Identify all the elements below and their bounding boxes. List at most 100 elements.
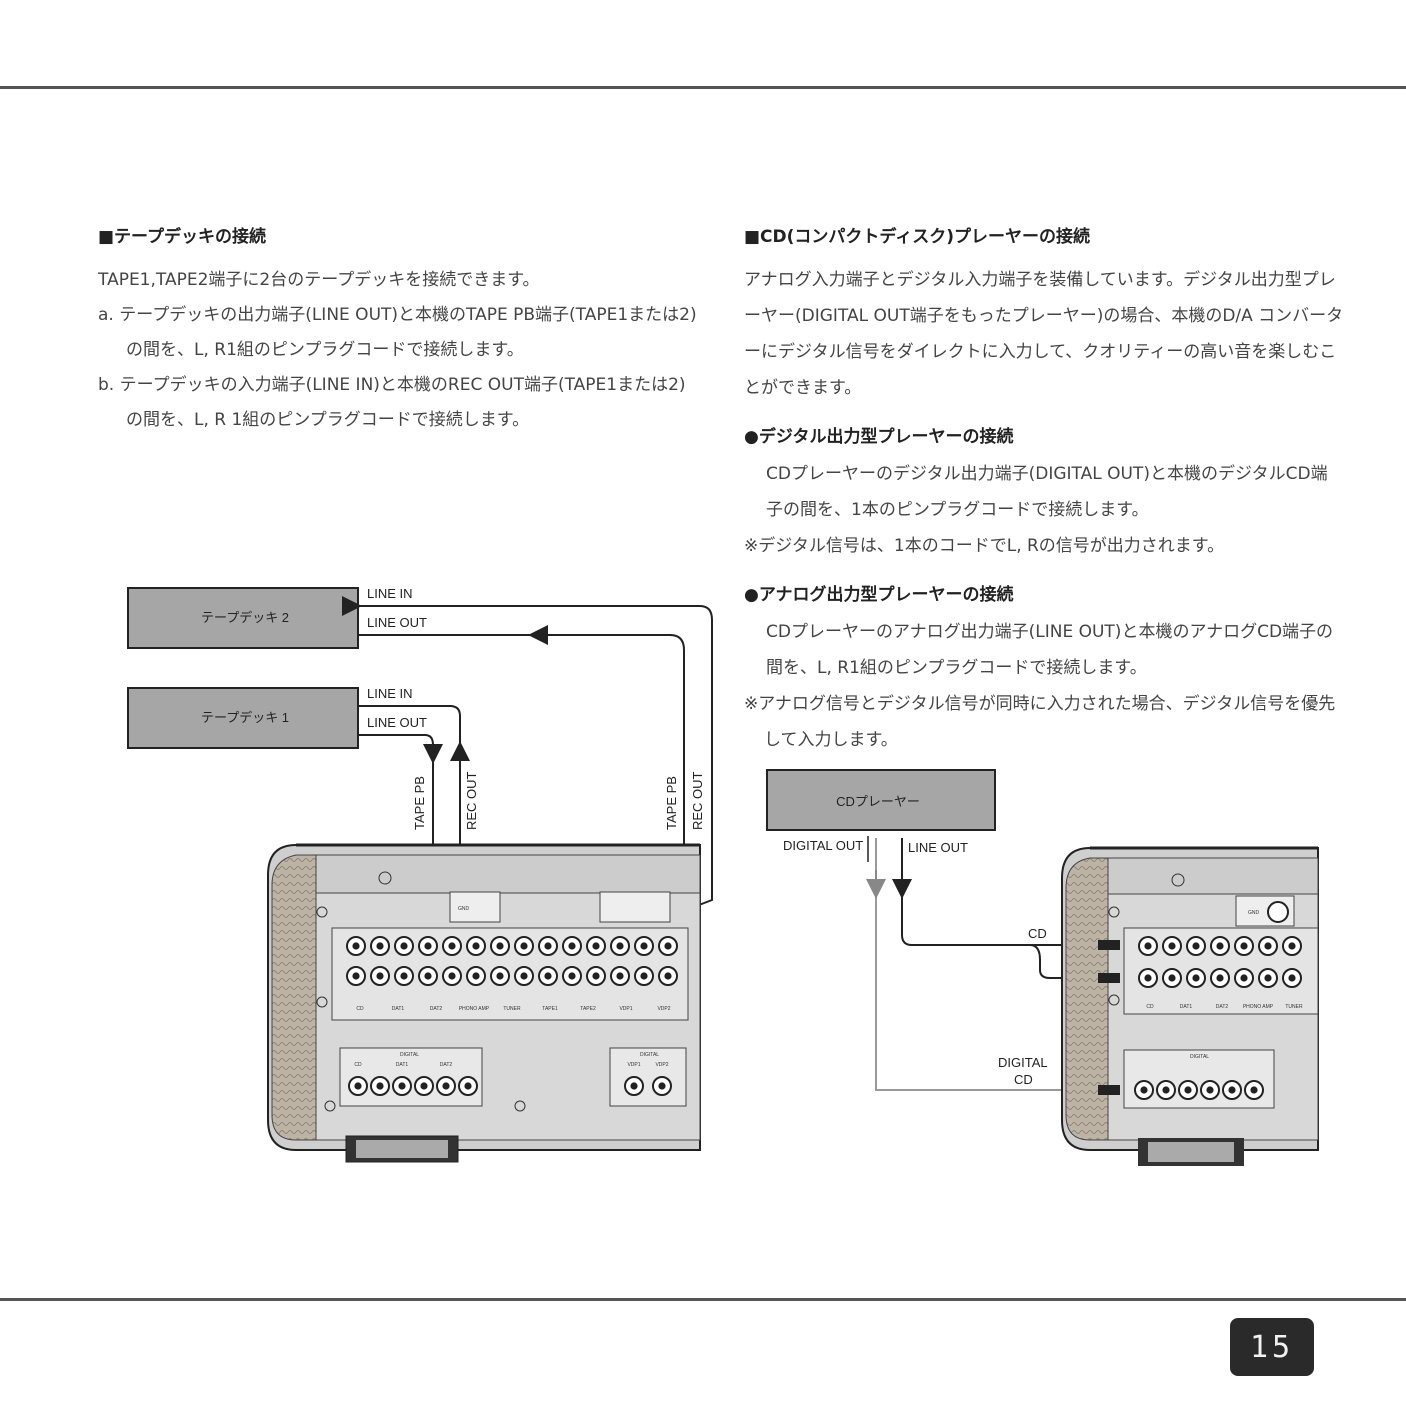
left-rec-out-label: REC OUT	[464, 771, 479, 830]
rca-jack-pin	[1288, 942, 1296, 950]
deck2-line-in-label: LINE IN	[367, 586, 413, 601]
rca-jack-pin	[472, 972, 480, 980]
rca-jack-pin	[400, 942, 408, 950]
digital-player-body: CDプレーヤーのデジタル出力端子(DIGITAL OUT)と本機のデジタルCD端…	[766, 464, 1328, 520]
jack-label-1: DAT1	[392, 1006, 405, 1012]
rca-jack-pin	[1264, 974, 1272, 982]
digital-cd-label: CD	[1014, 1072, 1033, 1087]
jack-label-right-4: TUNER	[1285, 1004, 1303, 1010]
tape-deck-1-box: テープデッキ 1	[127, 687, 359, 749]
rca-jack-pin	[592, 972, 600, 980]
rca-jack-pin	[1162, 1086, 1170, 1094]
tape-deck-1-label: テープデッキ 1	[201, 710, 289, 725]
digital-jack-label-2: DAT2	[440, 1062, 453, 1068]
rca-jack-pin	[472, 942, 480, 950]
rca-jack-pin	[568, 942, 576, 950]
digital-vdp-panel-label: DIGITAL	[640, 1052, 659, 1058]
rca-jack-pin	[630, 1082, 638, 1090]
rca-jack-pin	[376, 1082, 384, 1090]
rca-jack-pin	[352, 942, 360, 950]
digital-jacks: CD DAT1 DAT2 VDP1 VDP2	[348, 1062, 672, 1096]
amplifier-jacks	[346, 936, 678, 986]
rca-jack-pin	[592, 942, 600, 950]
rca-jack-pin	[442, 1082, 450, 1090]
rca-jack-pin	[1240, 974, 1248, 982]
digital-out-label: DIGITAL OUT	[783, 838, 863, 853]
digital-vdp-label-0: VDP1	[627, 1062, 640, 1068]
digital-jack-label-1: DAT1	[396, 1062, 409, 1068]
digital-player-note: ※デジタル信号は、1本のコードでL, Rの信号が出力されます。	[744, 536, 1225, 556]
rca-jack-pin	[496, 972, 504, 980]
rca-jack-pin	[664, 972, 672, 980]
rca-jack-pin	[640, 972, 648, 980]
rca-jack-pin	[1192, 974, 1200, 982]
jack-label-7: VDP1	[619, 1006, 632, 1012]
page-number: 15	[1230, 1318, 1314, 1376]
rca-jack-pin	[1144, 974, 1152, 982]
rca-jack-pin	[398, 1082, 406, 1090]
cd-player-box: CDプレーヤー	[766, 769, 996, 831]
rca-jack-pin	[1168, 974, 1176, 982]
top-rule	[0, 86, 1406, 89]
amplifier-jack-labels-right: CD DAT1 DAT2 PHONO AMP TUNER	[1146, 1004, 1303, 1010]
tape-deck-section: ■テープデッキの接続 TAPE1,TAPE2端子に2台のテープデッキを接続できま…	[98, 222, 698, 438]
rca-jack-pin	[1140, 1086, 1148, 1094]
tape-deck-item-b: b. テープデッキの入力端子(LINE IN)と本機のREC OUT端子(TAP…	[98, 375, 686, 430]
rca-jack-pin	[520, 972, 528, 980]
rca-jack-pin	[640, 942, 648, 950]
rca-jack-pin	[1206, 1086, 1214, 1094]
jack-label-right-3: PHONO AMP	[1243, 1004, 1274, 1010]
digital-label: DIGITAL	[998, 1055, 1048, 1070]
tape-deck-heading: ■テープデッキの接続	[98, 227, 267, 247]
jack-label-right-1: DAT1	[1180, 1004, 1193, 1010]
rca-jack-pin	[420, 1082, 428, 1090]
jack-label-right-0: CD	[1146, 1004, 1154, 1010]
cd-player-label: CDプレーヤー	[836, 794, 920, 809]
left-tape-pb-label: TAPE PB	[412, 776, 427, 830]
tape-deck-2-label: テープデッキ 2	[201, 610, 289, 625]
digital-player-heading: ●デジタル出力型プレーヤーの接続	[744, 427, 1014, 447]
rca-jack-pin	[1144, 942, 1152, 950]
amplifier-jacks-right	[1138, 936, 1302, 988]
rca-jack-pin	[424, 972, 432, 980]
rca-jack-pin	[520, 942, 528, 950]
rca-jack-pin	[1240, 942, 1248, 950]
cd-player-heading: ■CD(コンパクトディスク)プレーヤーの接続	[744, 227, 1090, 247]
jack-label-2: DAT2	[430, 1006, 443, 1012]
digital-panel-label: DIGITAL	[400, 1052, 419, 1058]
rca-jack-pin	[544, 972, 552, 980]
digital-jack-label-0: CD	[354, 1062, 362, 1068]
rca-jack-pin	[448, 972, 456, 980]
rca-jack-pin	[354, 1082, 362, 1090]
rca-jack-pin	[616, 972, 624, 980]
analog-cd-label: CD	[1028, 926, 1047, 941]
digital-panel-label-right: DIGITAL	[1190, 1054, 1209, 1060]
jack-label-0: CD	[356, 1006, 364, 1012]
rca-jack-pin	[352, 972, 360, 980]
rca-jack-pin	[544, 942, 552, 950]
rca-jack-pin	[1264, 942, 1272, 950]
rca-jack-pin	[448, 942, 456, 950]
deck2-line-out-label: LINE OUT	[367, 615, 427, 630]
rca-jack-pin	[1184, 1086, 1192, 1094]
tape-deck-2-box: テープデッキ 2	[127, 587, 359, 649]
analog-player-note: ※アナログ信号とデジタル信号が同時に入力された場合、デジタル信号を優先して入力し…	[744, 694, 1336, 750]
rca-jack-pin	[376, 972, 384, 980]
right-rec-out-label: REC OUT	[690, 771, 705, 830]
jack-label-3: PHONO AMP	[459, 1006, 490, 1012]
right-tape-pb-label: TAPE PB	[664, 776, 679, 830]
rca-jack-pin	[400, 972, 408, 980]
digital-vdp-label-1: VDP2	[655, 1062, 668, 1068]
cd-player-section: ■CD(コンパクトディスク)プレーヤーの接続 アナログ入力端子とデジタル入力端子…	[744, 222, 1344, 758]
digital-jacks-right	[1134, 1080, 1264, 1100]
jack-label-right-2: DAT2	[1216, 1004, 1229, 1010]
gnd-label: GND	[458, 906, 470, 912]
rca-jack-pin	[376, 942, 384, 950]
rca-jack-pin	[1288, 974, 1296, 982]
jack-label-5: TAPE1	[542, 1006, 558, 1012]
deck1-line-out-label: LINE OUT	[367, 715, 427, 730]
rca-jack-pin	[1250, 1086, 1258, 1094]
analog-player-body: CDプレーヤーのアナログ出力端子(LINE OUT)と本機のアナログCD端子の間…	[766, 622, 1334, 678]
